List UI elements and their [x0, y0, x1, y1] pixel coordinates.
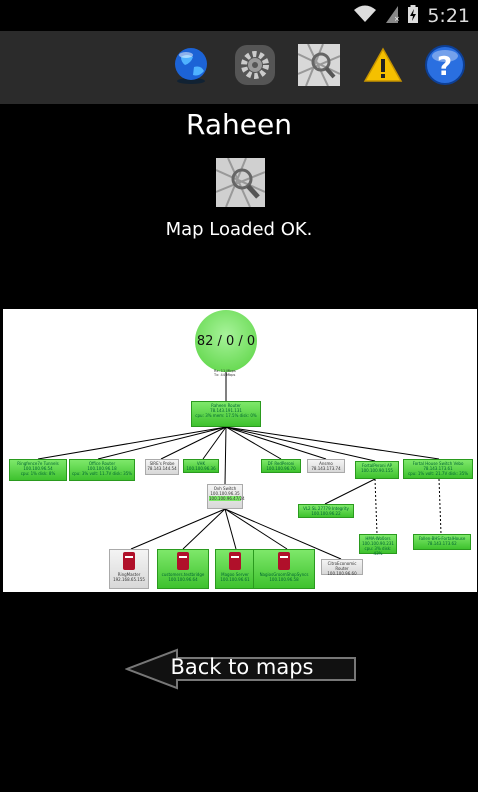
node-stats: cpu: 3% volt: 11.7V disk: 35%	[71, 471, 133, 476]
root-node[interactable]: 82 / 0 / 0	[195, 310, 257, 372]
node-ip: 100.100.96.61	[220, 577, 250, 582]
node-10[interactable]: HMA-Wo0ors 100.100.90.231 cpu: 3% disk: …	[359, 534, 397, 556]
node-ip: 100.100.96.58	[269, 577, 299, 582]
root-traffic-label: Rx: 11 Mbps Tx: 44 Mbps	[214, 369, 236, 377]
node-ip: 100.100.96.70	[266, 466, 296, 471]
server-icon	[227, 552, 243, 572]
node-11[interactable]: Fallen-BHS-FortalHouse 78.143.173.62	[413, 534, 471, 550]
signal-off-icon: ×	[385, 4, 400, 28]
back-to-maps-label: Back to maps	[170, 655, 314, 679]
node-name: Ovh Switch	[213, 486, 237, 491]
globe-icon	[171, 45, 211, 89]
warning-icon	[363, 45, 403, 89]
settings-button[interactable]	[234, 44, 276, 90]
node-stats: cpu: 3% disk: 43%	[364, 546, 392, 556]
node-name: Ansmo	[319, 461, 333, 466]
server-icon	[121, 552, 137, 572]
back-arrow-icon	[124, 648, 359, 694]
svg-text:×: ×	[394, 15, 399, 23]
node-name: HMA-Wo0ors	[365, 536, 391, 541]
server-icon	[276, 552, 292, 572]
node-ip: 100.100.96.18	[87, 466, 117, 471]
node-14[interactable]: Magoo Server 100.100.96.61	[215, 549, 255, 589]
node-ip: 100.100.96.54	[23, 466, 53, 471]
node-ip: 100.100.96.36	[186, 466, 216, 471]
map-button[interactable]	[297, 43, 341, 90]
page-title: Raheen	[186, 108, 292, 141]
svg-text:?: ?	[437, 52, 452, 82]
map-icon	[297, 43, 341, 90]
node-name: NagiosGroomShopSyncs	[259, 572, 309, 577]
diagram-links	[37, 372, 442, 560]
network-map-diagram[interactable]: 82 / 0 / 0 Rx: 11 Mbps Tx: 44 Mbps Rahee…	[3, 309, 477, 592]
node-stats: cpu: 1% volt: 21.7V disk: 35%	[407, 471, 469, 476]
node-13[interactable]: customers.testbridge 100.100.96.64	[157, 549, 209, 589]
node-name: FortalPeroni AP	[361, 463, 393, 468]
node-ip: 100.100.96.64	[168, 577, 198, 582]
node-ip: 192.168.65.155	[113, 577, 145, 582]
battery-charging-icon	[407, 4, 419, 28]
node-ip: 100.100.96.35	[210, 491, 240, 496]
node-name: Magoo Server	[221, 572, 249, 577]
node-name: customers.testbridge	[161, 572, 205, 577]
node-name: VL2 SL 27779 Integrity	[303, 506, 349, 511]
node-6[interactable]: Ansmo 78.143.173.74	[307, 459, 345, 473]
node-name: Fallen-BHS-FortalHouse	[418, 536, 466, 541]
node-ip: 78.143.173.61	[423, 466, 453, 471]
node-16[interactable]: CitroEconomic Router 100.100.96.60	[321, 559, 363, 576]
node-8[interactable]: Fortal House Switch Vebo 78.143.173.61 c…	[403, 459, 473, 479]
wifi-icon	[353, 4, 377, 28]
root-node-label: 82 / 0 / 0	[196, 333, 256, 349]
node-15[interactable]: NagiosGroomShopSyncs 100.100.96.58	[253, 549, 315, 589]
node-4[interactable]: Ovh Switch 100.100.96.35 100.100.96.47/2…	[207, 484, 245, 509]
node-ip: 78.143.173.62	[427, 541, 457, 546]
back-to-maps-button[interactable]	[124, 648, 359, 690]
node-2[interactable]: SIRE's Probe 78.143.144.54	[145, 459, 179, 475]
node-ip: 78.143.173.74	[311, 466, 341, 471]
node-name: Ringfence7e Tunnels	[17, 461, 59, 466]
action-bar: ?	[0, 31, 478, 104]
node-stats: cpu: 1% disk: 8%	[20, 471, 56, 476]
node-ip: 78.143.191.131	[210, 408, 242, 413]
node-0[interactable]: Ringfence7e Tunnels 100.100.96.54 cpu: 1…	[9, 459, 67, 481]
node-7[interactable]: FortalPeroni AP 100.100.90.155	[355, 461, 399, 479]
node-name: VHK	[196, 461, 206, 466]
node-ip: 100.100.96.22	[311, 511, 341, 516]
node-3[interactable]: VHK 100.100.96.36	[183, 459, 219, 473]
node-name: DF RedPeroni	[267, 461, 295, 466]
globe-button[interactable]	[170, 46, 212, 88]
node-name: RingMaster	[117, 572, 141, 577]
node-ip: 100.100.90.231	[362, 541, 394, 546]
load-status: Map Loaded OK.	[165, 219, 313, 240]
help-icon: ?	[424, 44, 466, 90]
map-status-icon	[215, 157, 266, 208]
status-icons: × 5:21	[353, 4, 470, 28]
node-name: CitroEconomic Router	[327, 561, 357, 571]
node-1[interactable]: Office Router 100.100.96.18 cpu: 3% volt…	[69, 459, 135, 481]
node-12[interactable]: RingMaster 192.168.65.155	[109, 549, 149, 589]
node-name: Fortal House Switch Vebo	[412, 461, 464, 466]
help-button[interactable]: ?	[424, 44, 466, 90]
warning-button[interactable]	[362, 46, 404, 88]
node-5[interactable]: DF RedPeroni 100.100.96.70	[261, 459, 301, 473]
node-name: SIRE's Probe	[149, 461, 175, 466]
clock: 5:21	[427, 5, 470, 27]
settings-gear-icon	[234, 44, 276, 90]
node-stats: 100.100.96.47/24	[209, 496, 245, 501]
node-stats: cpu: 3% mem: 17.5% disk: 0%	[195, 413, 257, 418]
node-ip: 100.100.90.155	[361, 468, 393, 473]
node-name: Office Router	[88, 461, 116, 466]
node-9[interactable]: VL2 SL 27779 Integrity 100.100.96.22	[298, 504, 354, 518]
node-ip: 78.143.144.54	[147, 466, 177, 471]
server-icon	[175, 552, 191, 572]
node-name: Raheen Router	[211, 403, 241, 408]
node-ip: 100.100.96.60	[327, 571, 357, 576]
main-router-node[interactable]: Raheen Router 78.143.191.131 cpu: 3% mem…	[191, 401, 261, 427]
status-bar: × 5:21	[0, 0, 478, 31]
